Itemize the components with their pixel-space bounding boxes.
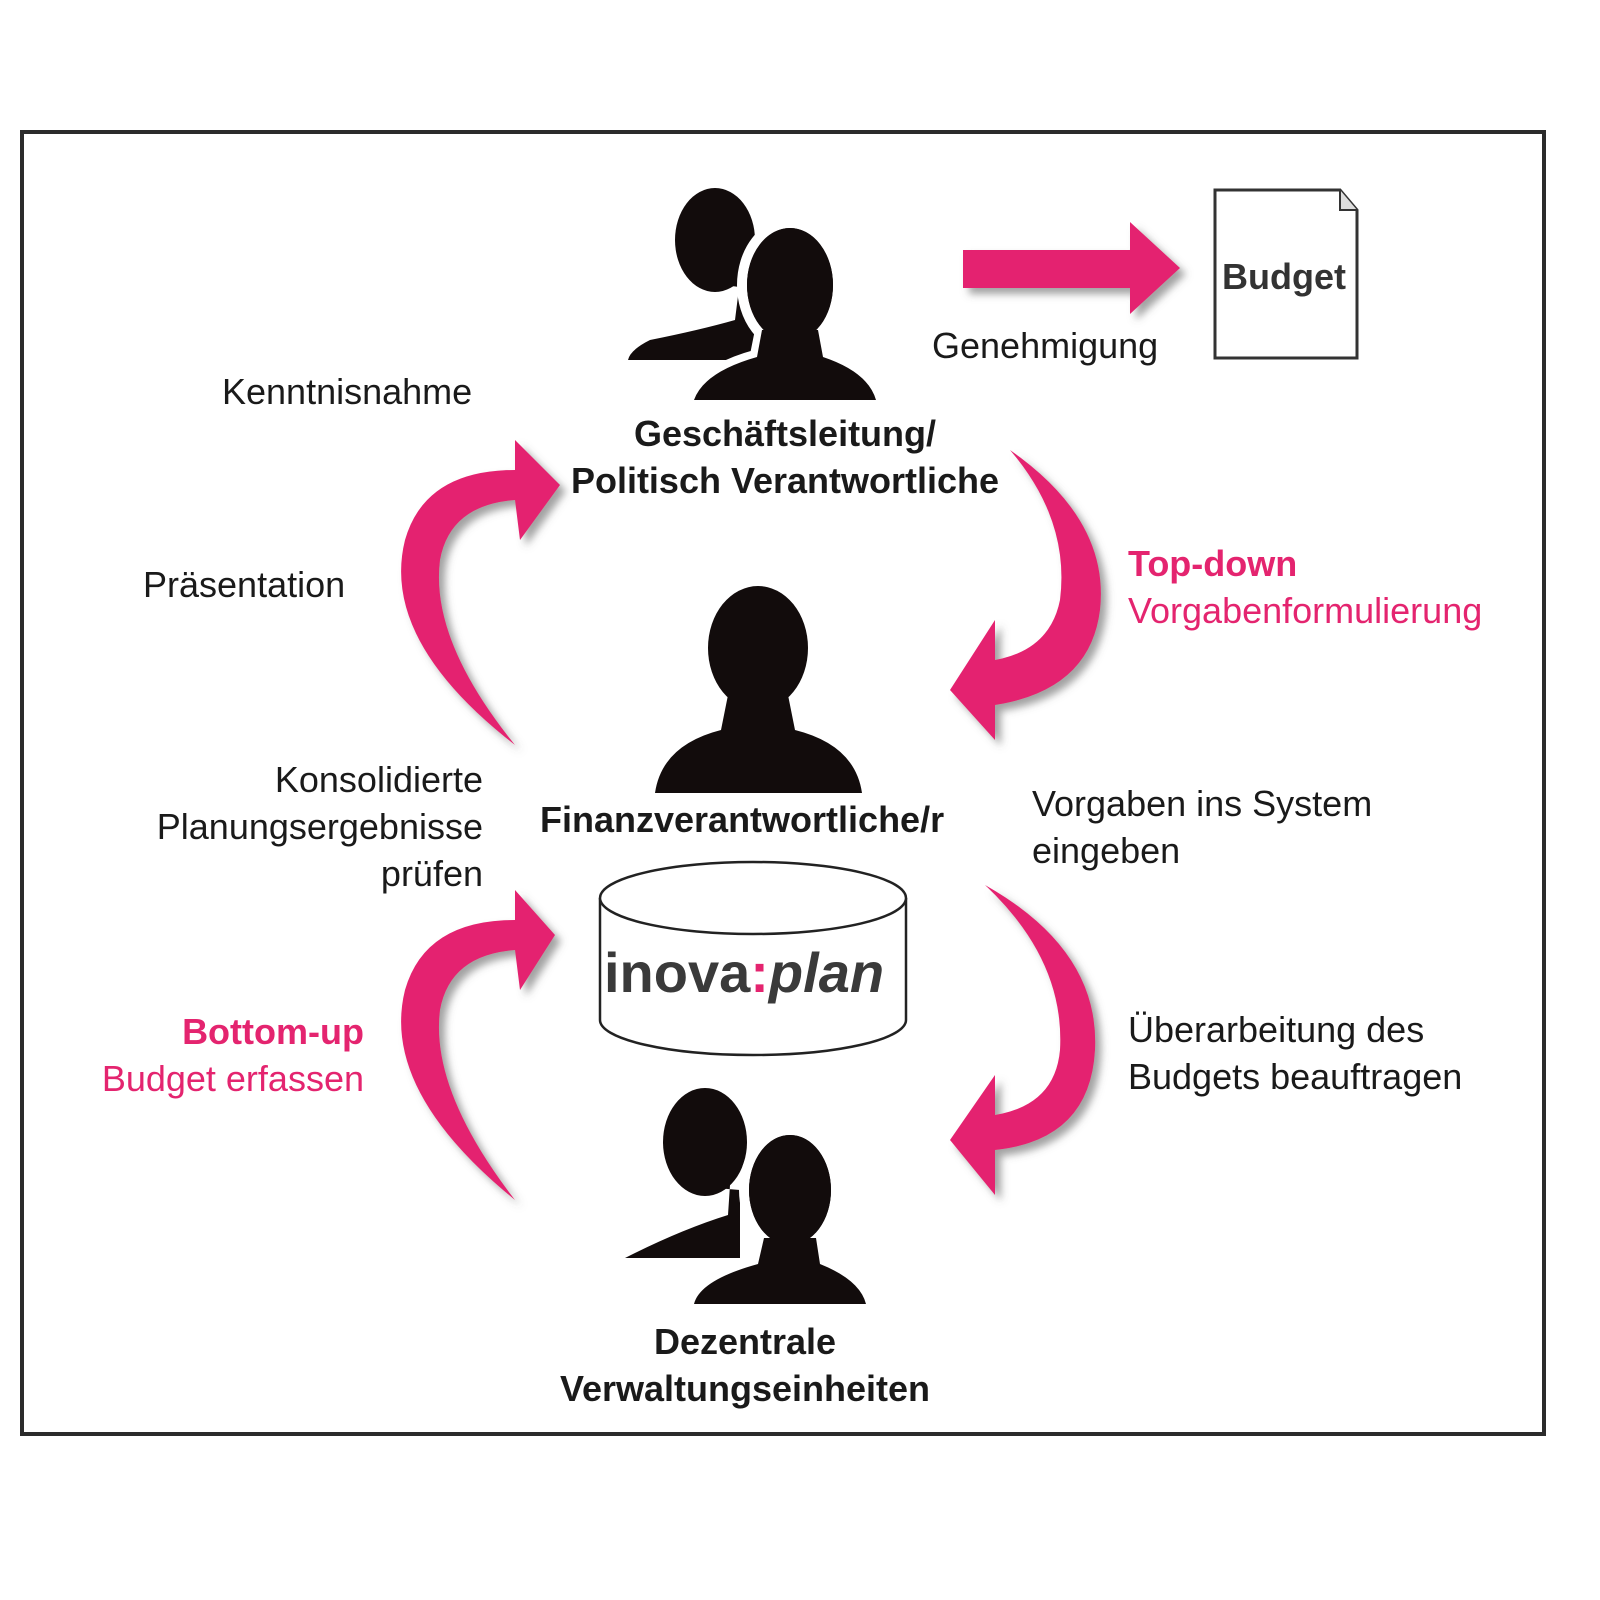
bottom-up-subtitle: Budget erfassen (101, 1058, 364, 1099)
label-ueberarbeitung: Überarbeitung des Budgets beauftragen (1128, 1006, 1462, 1100)
label-vorgaben: Vorgaben ins System eingeben (1032, 780, 1372, 874)
person-icon-front-fill (694, 228, 876, 400)
ueberarbeitung-line2: Budgets beauftragen (1128, 1056, 1463, 1097)
person-icon-back (628, 188, 760, 360)
label-genehmigung: Genehmigung (932, 325, 1159, 366)
person-icon-middle (655, 586, 862, 793)
role-top-line2: Politisch Verantwortliche (570, 460, 1000, 501)
konsolidierte-line3: prüfen (380, 853, 483, 894)
arrow-presentation (401, 440, 560, 745)
vorgaben-line1: Vorgaben ins System (1032, 783, 1373, 824)
budget-document-label: Budget (1222, 256, 1346, 297)
role-bottom: Dezentrale Verwaltungseinheiten (520, 1318, 970, 1412)
database-cylinder-icon (598, 860, 908, 1057)
logo-text-inova: inova (604, 941, 751, 1004)
role-top: Geschäftsleitung/ Politisch Verantwortli… (540, 410, 1030, 504)
bottom-up-title: Bottom-up (182, 1011, 364, 1052)
top-down-subtitle: Vorgabenformulierung (1128, 590, 1483, 631)
logo-text-plan: plan (768, 941, 885, 1004)
label-kenntnisnahme: Kenntnisnahme (222, 371, 473, 412)
role-bottom-line1: Dezentrale (653, 1321, 837, 1362)
people-icon-top (628, 188, 887, 407)
label-bottom-up: Bottom-up Budget erfassen (60, 1008, 364, 1102)
ueberarbeitung-line1: Überarbeitung des (1128, 1009, 1425, 1050)
vorgaben-line2: eingeben (1032, 830, 1181, 871)
label-konsolidierte: Konsolidierte Planungsergebnisse prüfen (100, 756, 483, 897)
label-praesentation: Präsentation (143, 564, 346, 605)
role-middle: Finanzverantwortliche/r (540, 799, 945, 840)
people-icon-bottom (625, 1088, 877, 1311)
inovaplan-logo: inova:plan (604, 940, 884, 1005)
role-bottom-line2: Verwaltungseinheiten (559, 1368, 931, 1409)
arrow-top-down (950, 450, 1101, 740)
logo-colon: : (750, 941, 769, 1004)
arrow-revision (950, 885, 1096, 1195)
arrow-bottom-up (401, 890, 555, 1200)
role-top-line1: Geschäftsleitung/ (633, 413, 937, 454)
konsolidierte-line2: Planungsergebnisse (156, 806, 483, 847)
konsolidierte-line1: Konsolidierte (274, 759, 483, 800)
top-down-title: Top-down (1128, 543, 1298, 584)
label-top-down: Top-down Vorgabenformulierung (1128, 540, 1482, 634)
approval-arrow (963, 222, 1180, 314)
budget-document-icon (1213, 188, 1359, 360)
